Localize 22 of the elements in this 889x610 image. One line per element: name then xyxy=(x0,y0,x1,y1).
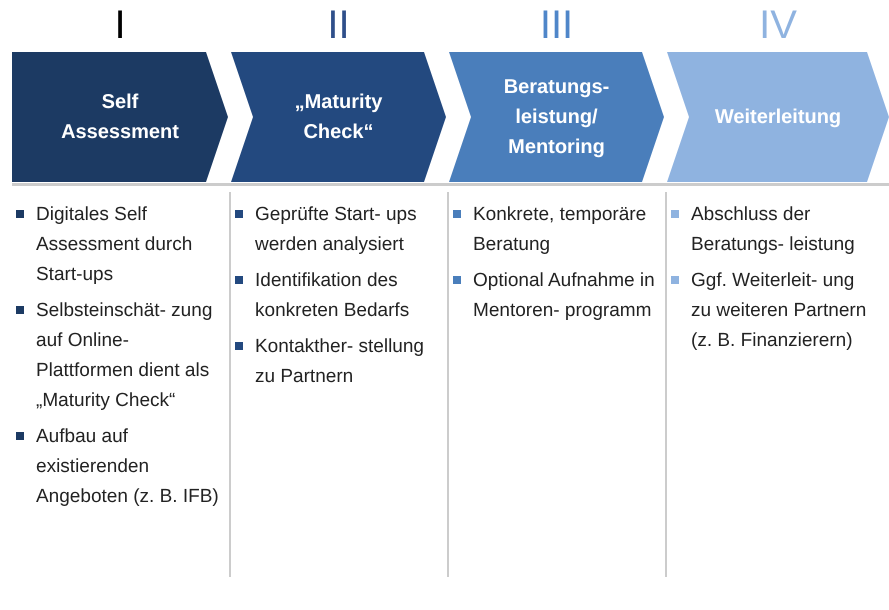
phase-title: Self Assessment xyxy=(60,90,180,145)
phase-numeral: II xyxy=(326,2,351,48)
bullet-item: Abschluss der Beratungs- leistung xyxy=(669,200,879,260)
phase-title: „Maturity Check“ xyxy=(294,90,384,145)
phase-title: Weiterleitung xyxy=(714,105,842,130)
phase-numeral: III xyxy=(538,2,574,48)
bullet-item: Selbsteinschät- zung auf Online- Plattformen dient als „Maturity Check“ xyxy=(14,296,226,416)
bullet-item: Digitales Self Assessment durch Start-ups xyxy=(14,200,226,290)
bullet-item: Konkrete, temporäre Beratung xyxy=(451,200,661,260)
process-step-banner xyxy=(449,52,664,182)
phase-title: Beratungs- leistung/ Mentoring xyxy=(502,75,610,160)
phase-numeral: IV xyxy=(758,2,798,48)
bullet-item: Identifikation des konkreten Bedarfs xyxy=(233,266,443,326)
phase-numeral: I xyxy=(113,2,127,48)
bullet-item: Geprüfte Start- ups werden analysiert xyxy=(233,200,443,260)
bullet-item: Optional Aufnahme in Mentoren- programm xyxy=(451,266,661,326)
process-step-banner xyxy=(667,52,889,182)
bullet-item: Aufbau auf existierenden Angeboten (z. B. IFB) xyxy=(14,422,226,512)
bullet-item: Ggf. Weiterleit- ung zu weiteren Partnern (z. B. Finanzierern) xyxy=(669,266,879,356)
bullet-item: Kontakther- stellung zu Partnern xyxy=(233,332,443,392)
process-step-banner xyxy=(12,52,228,182)
process-step-banner xyxy=(231,52,446,182)
